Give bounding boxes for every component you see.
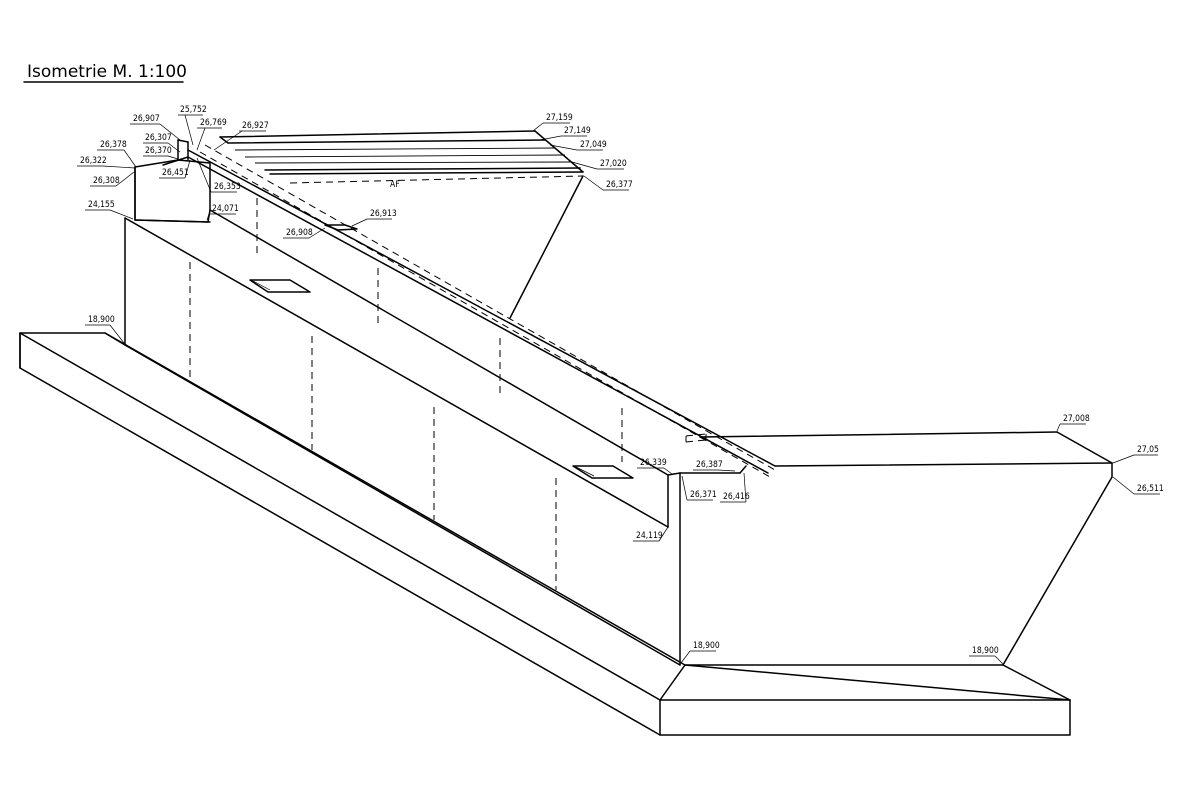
elev-27020: 27,020 [600,159,627,169]
elev-26307: 26,307 [145,133,172,143]
elev-18900-mid: 18,900 [693,641,720,651]
elev-26370: 26,370 [145,146,172,156]
elev-24119: 24,119 [636,531,663,541]
elev-26907: 26,907 [133,114,160,124]
elev-26339: 26,339 [640,458,667,468]
elev-26378: 26,378 [100,140,127,150]
rail-hidden-lines [199,144,776,478]
elev-26908: 26,908 [286,228,313,238]
elev-26308: 26,308 [93,176,120,186]
foundation-slab [19,332,1071,736]
elevation-labels: 25,752 26,907 26,769 26,927 26,307 26,37… [77,105,1164,665]
elev-18900-right: 18,900 [972,646,999,656]
elev-27008: 27,008 [1063,414,1090,424]
long-wall [124,198,681,666]
back-deck [219,130,584,319]
elev-2705: 27,05 [1137,445,1159,455]
elev-26353: 26,353 [214,182,241,192]
elev-26913: 26,913 [370,209,397,219]
elev-25752: 25,752 [180,105,207,115]
elev-26511: 26,511 [1137,484,1164,494]
elev-26927: 26,927 [242,121,269,131]
elev-26451: 26,451 [162,168,189,178]
elev-27049: 27,049 [580,140,607,150]
deck-note: AF [390,180,400,190]
hatch-openings [249,224,634,479]
elev-27149: 27,149 [564,126,591,136]
elev-26769: 26,769 [200,118,227,128]
elev-26322: 26,322 [80,156,107,166]
elev-24155: 24,155 [88,200,115,210]
elev-26387: 26,387 [696,460,723,470]
elev-18900-left: 18,900 [88,315,115,325]
elev-24071: 24,071 [212,204,239,214]
right-wing [679,431,1113,666]
elev-26377: 26,377 [606,180,633,190]
elev-26416: 26,416 [723,492,750,502]
elev-27159: 27,159 [546,113,573,123]
elev-26371: 26,371 [690,490,717,500]
drawing-title: Isometrie M. 1:100 [27,62,187,82]
